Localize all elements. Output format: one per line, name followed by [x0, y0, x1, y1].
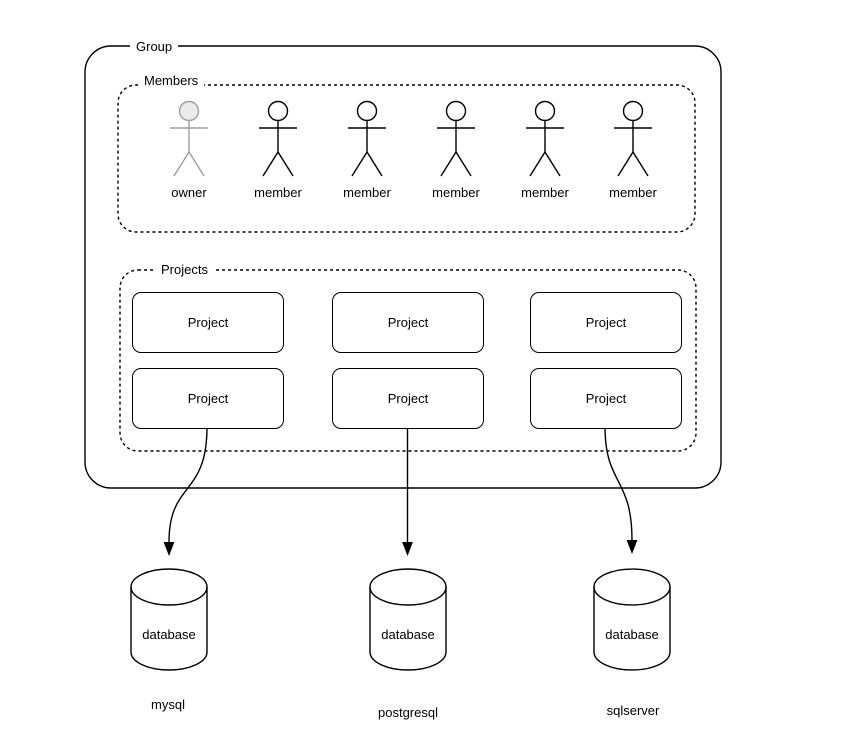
- member-head: [445, 100, 467, 122]
- member-head: [622, 100, 644, 122]
- database-name-mysql: mysql: [151, 697, 185, 712]
- database-shape-label: database: [381, 627, 435, 642]
- owner-label: owner: [171, 185, 207, 200]
- member-head: [267, 100, 289, 122]
- project-label: Project: [585, 391, 627, 406]
- member-figure: [348, 100, 386, 177]
- member-figure: [259, 100, 297, 177]
- database-shape-label: database: [605, 627, 659, 642]
- project-card: Project: [332, 292, 484, 353]
- member-head: [356, 100, 378, 122]
- cylinder-rim: [369, 586, 447, 606]
- project-card: Project: [530, 368, 682, 429]
- group-label: Group: [130, 39, 179, 54]
- project-to-sqlserver-arrow: [604, 426, 638, 554]
- cylinder-rim: [593, 586, 671, 606]
- arrow-head: [402, 542, 413, 556]
- project-label: Project: [187, 391, 229, 406]
- member-legs: [529, 150, 561, 177]
- project-to-postgresql-arrow: [402, 427, 413, 556]
- mysql-database-cylinder: [130, 568, 208, 671]
- member-legs: [262, 150, 294, 177]
- member-figure: [526, 100, 564, 177]
- project-card: Project: [530, 292, 682, 353]
- project-label: Project: [585, 315, 627, 330]
- postgresql-database-cylinder: [369, 568, 447, 671]
- member-legs: [351, 150, 383, 177]
- member-label: member: [609, 185, 657, 200]
- cylinder-rim: [130, 586, 208, 606]
- owner-figure: [170, 100, 208, 177]
- cylinder-body: [130, 568, 208, 671]
- database-name-sqlserver: sqlserver: [606, 703, 660, 718]
- group-box: [84, 45, 722, 489]
- member-legs: [440, 150, 472, 177]
- owner-head: [178, 100, 200, 122]
- project-card: Project: [132, 368, 284, 429]
- project-label: Project: [387, 315, 429, 330]
- members-box: [117, 84, 696, 233]
- member-legs: [617, 150, 649, 177]
- projects-box: [119, 269, 697, 452]
- member-label: member: [432, 185, 480, 200]
- members-label: Members: [138, 73, 205, 88]
- arrow-head: [626, 540, 638, 554]
- cylinder-body: [369, 568, 447, 671]
- member-label: member: [254, 185, 302, 200]
- arrow-head: [163, 542, 175, 556]
- cylinder-body: [593, 568, 671, 671]
- arrow-shaft: [604, 426, 633, 541]
- database-name-postgresql: postgresql: [378, 705, 438, 720]
- project-label: Project: [187, 315, 229, 330]
- project-to-mysql-arrow: [163, 426, 208, 556]
- projects-label: Projects: [155, 262, 214, 277]
- member-figure: [614, 100, 652, 177]
- member-label: member: [521, 185, 569, 200]
- project-card: Project: [332, 368, 484, 429]
- sqlserver-database-cylinder: [593, 568, 671, 671]
- project-label: Project: [387, 391, 429, 406]
- database-shape-label: database: [142, 627, 196, 642]
- owner-legs: [173, 150, 205, 177]
- project-card: Project: [132, 292, 284, 353]
- member-head: [534, 100, 556, 122]
- member-figure: [437, 100, 475, 177]
- arrow-shaft: [168, 426, 208, 543]
- member-label: member: [343, 185, 391, 200]
